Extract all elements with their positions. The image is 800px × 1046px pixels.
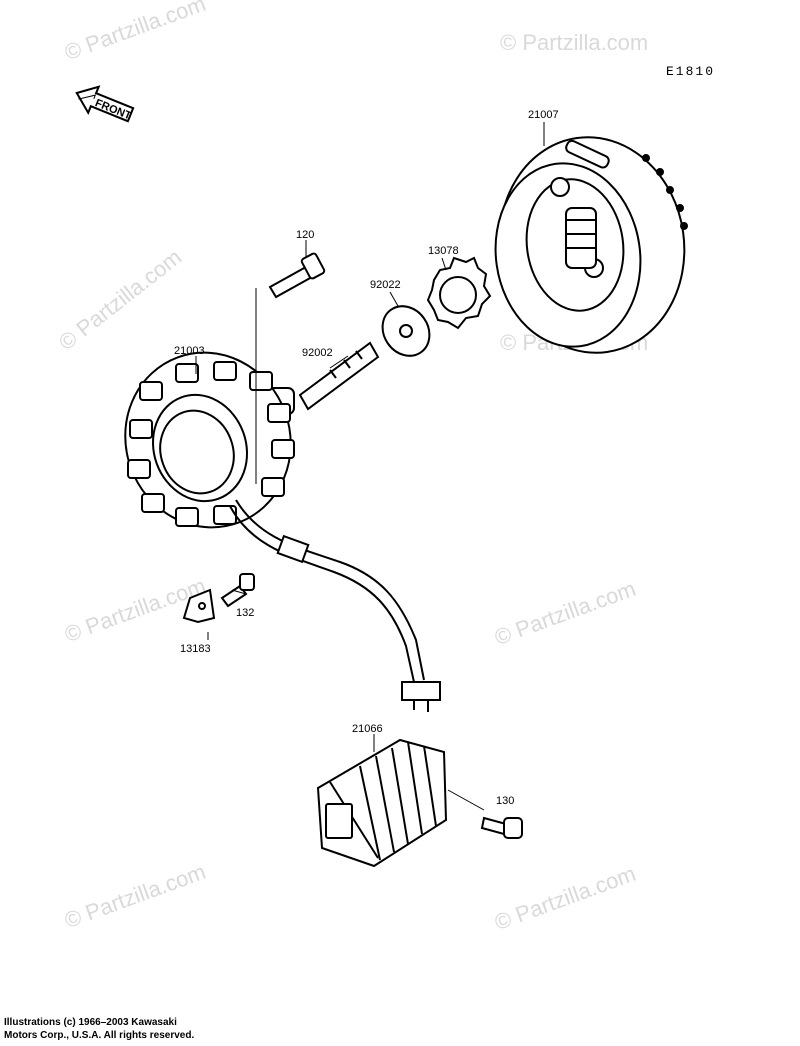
part-label-130: 130 [496,795,514,807]
diagram-code: E1810 [666,64,716,79]
copyright-credit: Illustrations (c) 1966–2003 Kawasaki Mot… [4,1016,214,1042]
part-label-13078: 13078 [428,245,459,257]
part-label-92002: 92002 [302,347,333,359]
part-label-120: 120 [296,229,314,241]
part-label-21007: 21007 [528,109,559,121]
coupling-gear [426,256,492,330]
part-label-92022: 92022 [370,279,401,291]
bolt-top [268,252,326,299]
washer [381,305,431,357]
credit-line-2: Motors Corp., U.S.A. All rights reserved… [4,1030,195,1041]
regulator-bolt [480,816,523,839]
part-label-21003: 21003 [174,345,205,357]
credit-line-1: Illustrations (c) 1966–2003 Kawasaki [4,1017,177,1028]
part-label-132: 132 [236,607,254,619]
wire-harness [229,499,441,712]
leader-lines [195,122,545,811]
regulator-rectifier [316,738,448,868]
clamp-bracket [182,588,216,624]
flywheel-rotor [494,136,688,354]
part-label-21066: 21066 [352,723,383,735]
bracket-bolt [220,573,255,608]
part-label-13183: 13183 [180,643,211,655]
front-arrow: FRONT [75,85,135,123]
stator-coil [124,351,295,529]
watermark-1: © Partzilla.com [500,30,649,55]
